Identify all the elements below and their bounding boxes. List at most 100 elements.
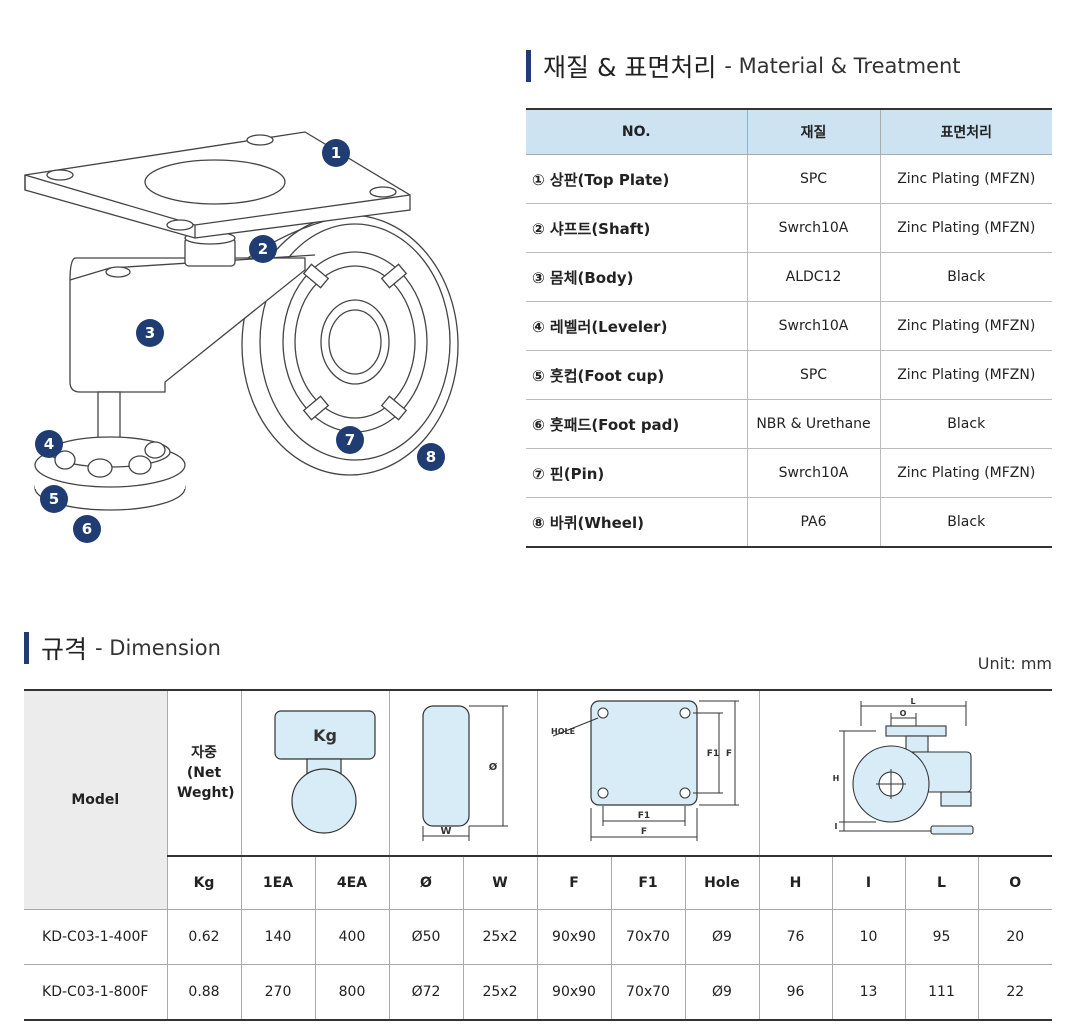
dimension-table: Model 자중 (Net Weght) Kg bbox=[24, 689, 1052, 1021]
sub-header: Ø bbox=[388, 855, 464, 910]
part-name: ⑧ 바퀴(Wheel) bbox=[526, 497, 748, 548]
spec-cell: 800 bbox=[314, 964, 390, 1021]
title-bar bbox=[526, 50, 531, 82]
sub-header: 4EA bbox=[314, 855, 390, 910]
dimension-subheader-row: Kg 1EA 4EA Ø W F F1 Hole H I L O bbox=[24, 855, 1052, 910]
part-material: Swrch10A bbox=[746, 448, 881, 498]
spec-cell: 70x70 bbox=[610, 964, 686, 1021]
part-treatment: Black bbox=[879, 399, 1052, 449]
f-side-label: F bbox=[726, 749, 732, 759]
h-label: H bbox=[832, 774, 839, 783]
unit-label: Unit: mm bbox=[977, 654, 1052, 673]
sub-header: Kg bbox=[167, 855, 242, 910]
part-badge-4: 4 bbox=[35, 430, 63, 458]
part-treatment: Black bbox=[879, 497, 1052, 548]
part-treatment: Zinc Plating (MFZN) bbox=[879, 350, 1052, 400]
model-header: Model bbox=[24, 689, 168, 910]
part-material: PA6 bbox=[746, 497, 881, 548]
dimension-section-title: 규격 - Dimension bbox=[24, 630, 221, 666]
spec-cell: 76 bbox=[758, 909, 833, 965]
part-badge-6: 6 bbox=[73, 515, 101, 543]
part-badge-1: 1 bbox=[322, 139, 350, 167]
material-header-material: 재질 bbox=[746, 108, 881, 155]
part-material: NBR & Urethane bbox=[746, 399, 881, 449]
spec-cell: 70x70 bbox=[610, 909, 686, 965]
sub-header: F bbox=[536, 855, 612, 910]
sub-header: I bbox=[831, 855, 906, 910]
part-badge-3: 3 bbox=[136, 319, 164, 347]
spec-cell: 13 bbox=[831, 964, 906, 1021]
part-badge-8: 8 bbox=[417, 443, 445, 471]
part-material: SPC bbox=[746, 350, 881, 400]
part-badge-5: 5 bbox=[40, 485, 68, 513]
material-title-en: - Material & Treatment bbox=[724, 54, 961, 78]
o-label: O bbox=[899, 709, 906, 718]
material-header-treatment: 표면처리 bbox=[879, 108, 1052, 155]
plate-dimension-diagram: HOLE F1 F F1 F bbox=[551, 700, 739, 841]
material-section-title: 재질 & 표면처리 - Material & Treatment bbox=[526, 48, 961, 84]
spec-cell: 90x90 bbox=[536, 964, 612, 1021]
spec-cell: 270 bbox=[240, 964, 316, 1021]
part-treatment: Zinc Plating (MFZN) bbox=[879, 154, 1052, 204]
spec-cell: 20 bbox=[977, 909, 1052, 965]
part-treatment: Zinc Plating (MFZN) bbox=[879, 301, 1052, 351]
spec-cell: 111 bbox=[904, 964, 979, 1021]
part-name: ① 상판(Top Plate) bbox=[526, 154, 748, 204]
f1-side-label: F1 bbox=[707, 749, 719, 759]
model-cell: KD-C03-1-800F bbox=[24, 964, 168, 1021]
part-treatment: Zinc Plating (MFZN) bbox=[879, 203, 1052, 253]
load-kg-label: Kg bbox=[313, 726, 337, 745]
sub-header: H bbox=[758, 855, 833, 910]
model-cell: KD-C03-1-400F bbox=[24, 909, 168, 965]
wheel-diagram-cell: W Ø bbox=[388, 689, 538, 857]
material-header-no: NO. bbox=[526, 108, 748, 155]
part-material: ALDC12 bbox=[746, 252, 881, 302]
spec-cell: 0.62 bbox=[166, 909, 242, 965]
product-illustration bbox=[24, 131, 459, 511]
sub-header: 1EA bbox=[240, 855, 316, 910]
l-label: L bbox=[910, 697, 915, 706]
table-row: KD-C03-1-400F 0.62 140 400 Ø50 25x2 90x9… bbox=[24, 909, 1052, 965]
caster-diagram-cell: L O H I bbox=[758, 689, 1052, 857]
title-bar bbox=[24, 632, 29, 664]
dimension-title-en: - Dimension bbox=[95, 636, 221, 660]
weight-label: 자중 (Net Weght) bbox=[177, 745, 235, 801]
material-header-row: NO. 재질 표면처리 bbox=[526, 108, 1052, 155]
part-name: ⑦ 핀(Pin) bbox=[526, 448, 748, 498]
sub-header: W bbox=[462, 855, 538, 910]
material-title-ko: 재질 & 표면처리 bbox=[543, 53, 717, 82]
caster-dimension-diagram: L O H I bbox=[832, 697, 974, 835]
part-treatment: Black bbox=[879, 252, 1052, 302]
part-material: SPC bbox=[746, 154, 881, 204]
f-bottom-label: F bbox=[641, 827, 647, 837]
spec-cell: Ø9 bbox=[684, 964, 760, 1021]
spec-cell: 96 bbox=[758, 964, 833, 1021]
dimension-header-row: Model 자중 (Net Weght) Kg bbox=[24, 689, 1052, 910]
spec-cell: 25x2 bbox=[462, 909, 538, 965]
load-diagram-cell: Kg bbox=[240, 689, 390, 857]
spec-cell: 0.88 bbox=[166, 964, 242, 1021]
sub-header: O bbox=[977, 855, 1052, 910]
spec-cell: 140 bbox=[240, 909, 316, 965]
part-name: ④ 레벨러(Leveler) bbox=[526, 301, 748, 351]
spec-cell: Ø9 bbox=[684, 909, 760, 965]
load-weight-icon: Kg bbox=[274, 710, 376, 834]
spec-cell: Ø50 bbox=[388, 909, 464, 965]
part-name: ② 샤프트(Shaft) bbox=[526, 203, 748, 253]
sub-header: L bbox=[904, 855, 979, 910]
weight-header: 자중 (Net Weght) bbox=[166, 689, 242, 857]
part-badge-2: 2 bbox=[249, 235, 277, 263]
part-treatment: Zinc Plating (MFZN) bbox=[879, 448, 1052, 498]
f1-bottom-label: F1 bbox=[638, 811, 650, 821]
hole-label: HOLE bbox=[551, 727, 575, 736]
spec-cell: Ø72 bbox=[388, 964, 464, 1021]
dimension-title-ko: 규격 bbox=[41, 635, 88, 664]
sub-header: F1 bbox=[610, 855, 686, 910]
